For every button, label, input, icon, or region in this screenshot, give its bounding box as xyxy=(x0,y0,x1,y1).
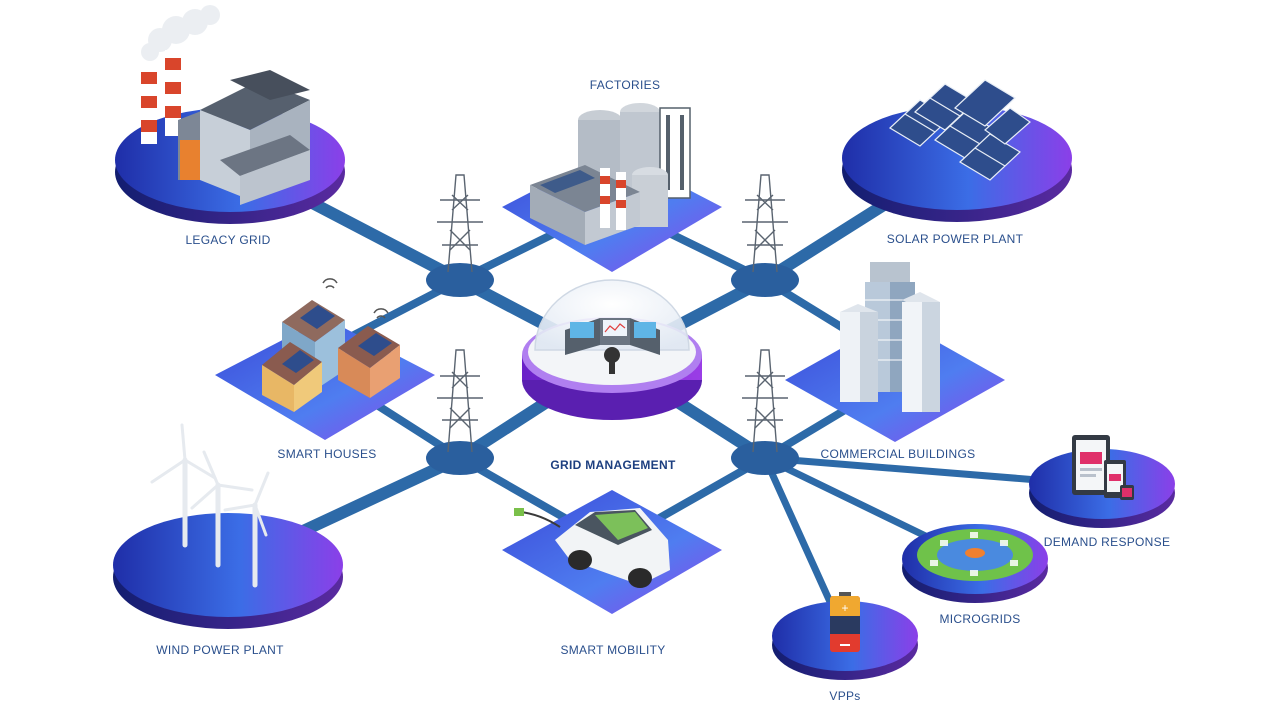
power-plant-icon xyxy=(141,5,310,205)
label-smart-houses: SMART HOUSES xyxy=(277,447,377,461)
label-factories: FACTORIES xyxy=(589,78,661,92)
label-smart-mobility: SMART MOBILITY xyxy=(560,643,666,657)
control-room-icon xyxy=(522,279,702,420)
label-wind-power-plant: WIND POWER PLANT xyxy=(156,643,284,657)
label-vpps: VPPs xyxy=(829,689,861,703)
house-icon xyxy=(262,278,400,412)
label-commercial-buildings: COMMERCIAL BUILDINGS xyxy=(820,447,976,461)
label-demand-response: DEMAND RESPONSE xyxy=(1043,535,1171,549)
transmission-tower-icon xyxy=(437,349,483,453)
skyscraper-icon xyxy=(840,262,940,412)
solar-panel-icon xyxy=(889,79,1031,181)
microgrid-icon xyxy=(917,529,1033,581)
svg-text:+: + xyxy=(841,601,848,615)
label-legacy-grid: LEGACY GRID xyxy=(185,233,271,247)
transmission-tower-icon xyxy=(742,174,788,273)
battery-icon: + xyxy=(830,592,860,652)
wind-plant-platform xyxy=(113,513,343,629)
junction-hubs xyxy=(426,263,799,475)
label-solar-power-plant: SOLAR POWER PLANT xyxy=(886,232,1024,246)
wind-turbine-icon xyxy=(150,423,270,588)
factory-icon xyxy=(530,103,691,245)
label-grid-management: GRID MANAGEMENT xyxy=(550,458,676,472)
transmission-tower-icon xyxy=(437,174,483,273)
label-microgrids: MICROGRIDS xyxy=(939,612,1021,626)
electric-car-icon xyxy=(514,508,670,588)
transmission-tower-icon xyxy=(742,349,788,453)
tablet-icon xyxy=(1072,435,1134,500)
